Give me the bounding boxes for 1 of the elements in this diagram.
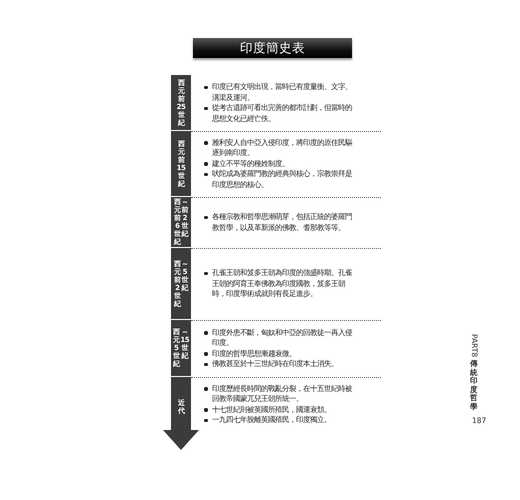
title-banner: 印度簡史表 <box>193 38 352 58</box>
